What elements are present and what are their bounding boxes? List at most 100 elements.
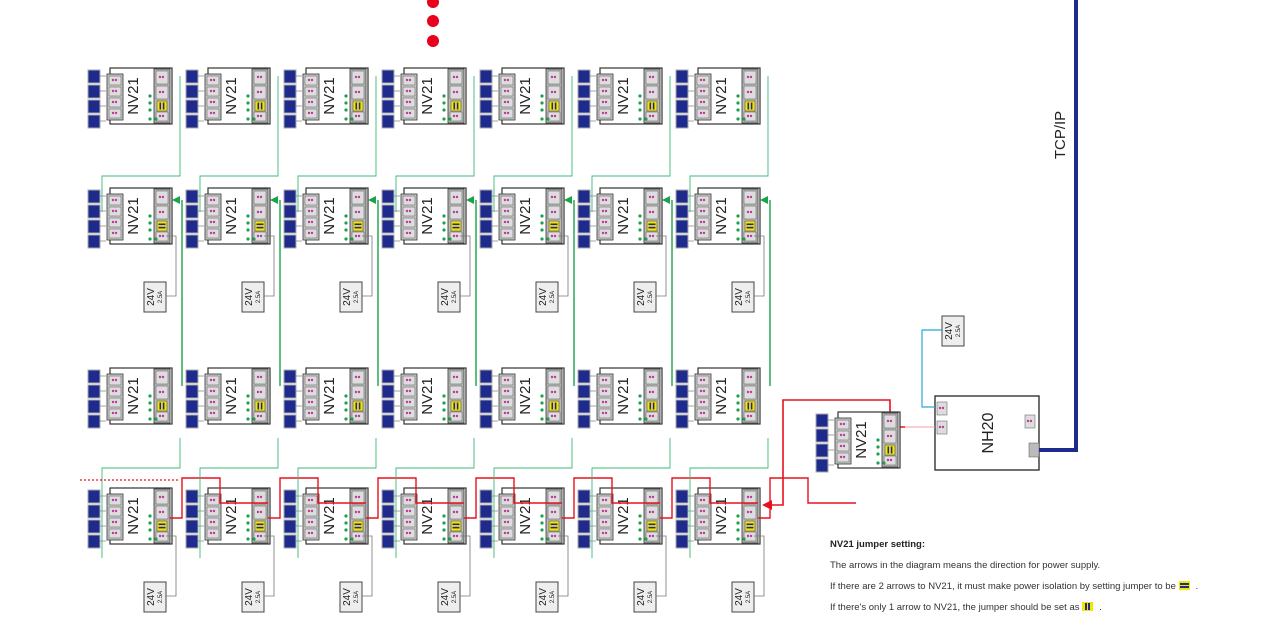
led-dot bbox=[448, 237, 452, 241]
pin-dot bbox=[158, 390, 162, 394]
led-dot bbox=[736, 221, 740, 225]
pin-dot bbox=[405, 520, 409, 524]
led-dot bbox=[252, 237, 256, 241]
door-station-icon bbox=[675, 414, 689, 429]
led-dot bbox=[736, 228, 740, 232]
input-block bbox=[694, 73, 712, 121]
door-station-icon bbox=[87, 399, 101, 414]
pin-dot bbox=[651, 510, 655, 514]
led-dot bbox=[344, 228, 348, 232]
pin-dot bbox=[408, 198, 412, 202]
pin-dot bbox=[259, 375, 263, 379]
psu-current: 2.5A bbox=[354, 291, 360, 303]
pin-dot bbox=[702, 209, 706, 213]
door-station-icon bbox=[675, 219, 689, 234]
pin-dot bbox=[601, 89, 605, 93]
pin-dot bbox=[889, 419, 893, 423]
jumper bbox=[450, 520, 462, 532]
pin-dot bbox=[354, 534, 358, 538]
pin-dot bbox=[161, 495, 165, 499]
pin-dot bbox=[405, 411, 409, 415]
module-label: NV21 bbox=[125, 77, 142, 115]
led-dot bbox=[246, 101, 250, 105]
pin-dot bbox=[209, 78, 213, 82]
door-station-icon bbox=[577, 534, 591, 549]
pin-dot bbox=[114, 111, 118, 115]
pin-dot bbox=[506, 389, 510, 393]
power-wire bbox=[264, 535, 275, 597]
door-station-icon bbox=[577, 384, 591, 399]
pin-dot bbox=[259, 195, 263, 199]
led-dot bbox=[742, 537, 746, 541]
pin-dot bbox=[307, 411, 311, 415]
jumper-bar bbox=[355, 402, 358, 410]
pin-dot bbox=[604, 198, 608, 202]
psu-box bbox=[437, 581, 461, 613]
pin-dot bbox=[746, 195, 750, 199]
led-dot bbox=[736, 408, 740, 412]
pin-dot bbox=[408, 78, 412, 82]
jumper-bar bbox=[158, 223, 166, 226]
pin-dot bbox=[648, 390, 652, 394]
door-station-icon bbox=[479, 399, 493, 414]
led-dot bbox=[246, 528, 250, 532]
psu-current: 2.5A bbox=[550, 591, 556, 603]
led-dot bbox=[742, 237, 746, 241]
pin-dot bbox=[259, 495, 263, 499]
led-dot bbox=[540, 408, 544, 412]
psu-current: 2.5A bbox=[354, 591, 360, 603]
nv21-module: NV21 bbox=[87, 487, 173, 549]
power-wire bbox=[362, 535, 373, 597]
bus-link bbox=[689, 438, 769, 558]
pin-dot bbox=[601, 509, 605, 513]
led-dot bbox=[742, 117, 746, 121]
led-dot bbox=[736, 514, 740, 518]
led-dot bbox=[344, 408, 348, 412]
pin-dot bbox=[310, 111, 314, 115]
jumper-bar bbox=[162, 402, 165, 410]
pin-dot bbox=[1029, 419, 1033, 423]
led-dot bbox=[344, 214, 348, 218]
led-dot bbox=[736, 108, 740, 112]
door-station-icon bbox=[577, 234, 591, 249]
door-station-icon bbox=[283, 369, 297, 384]
pin-dot bbox=[114, 531, 118, 535]
door-station-icon bbox=[185, 414, 199, 429]
red-power-link bbox=[758, 477, 856, 519]
led-dot bbox=[638, 108, 642, 112]
jumper-bar bbox=[452, 523, 460, 526]
door-station-icon bbox=[815, 428, 829, 443]
led-dot bbox=[540, 528, 544, 532]
psu-voltage: 24V bbox=[734, 288, 745, 306]
led-dot bbox=[736, 537, 740, 541]
door-station-icon bbox=[381, 414, 395, 429]
pin-dot bbox=[161, 195, 165, 199]
pin-dot bbox=[699, 231, 703, 235]
input-block bbox=[204, 373, 222, 421]
pin-dot bbox=[699, 498, 703, 502]
door-station-icon bbox=[479, 114, 493, 129]
jumper-bar bbox=[649, 402, 652, 410]
bus-link bbox=[395, 175, 474, 212]
pin-dot bbox=[209, 220, 213, 224]
pin-dot bbox=[601, 531, 605, 535]
pin-dot bbox=[503, 389, 507, 393]
bus-link bbox=[689, 175, 768, 212]
door-station-icon bbox=[675, 69, 689, 84]
bus-link bbox=[199, 175, 278, 212]
pin-dot bbox=[503, 209, 507, 213]
led-dot bbox=[148, 528, 152, 532]
pin-dot bbox=[749, 390, 753, 394]
jumper bbox=[450, 400, 462, 412]
jumper bbox=[254, 400, 266, 412]
input-block bbox=[596, 73, 614, 121]
jumper-bar bbox=[652, 102, 655, 110]
pin-dot bbox=[111, 209, 115, 213]
pin-dot bbox=[746, 510, 750, 514]
input-block bbox=[596, 373, 614, 421]
arrow-icon bbox=[760, 196, 768, 204]
led-dot bbox=[540, 228, 544, 232]
